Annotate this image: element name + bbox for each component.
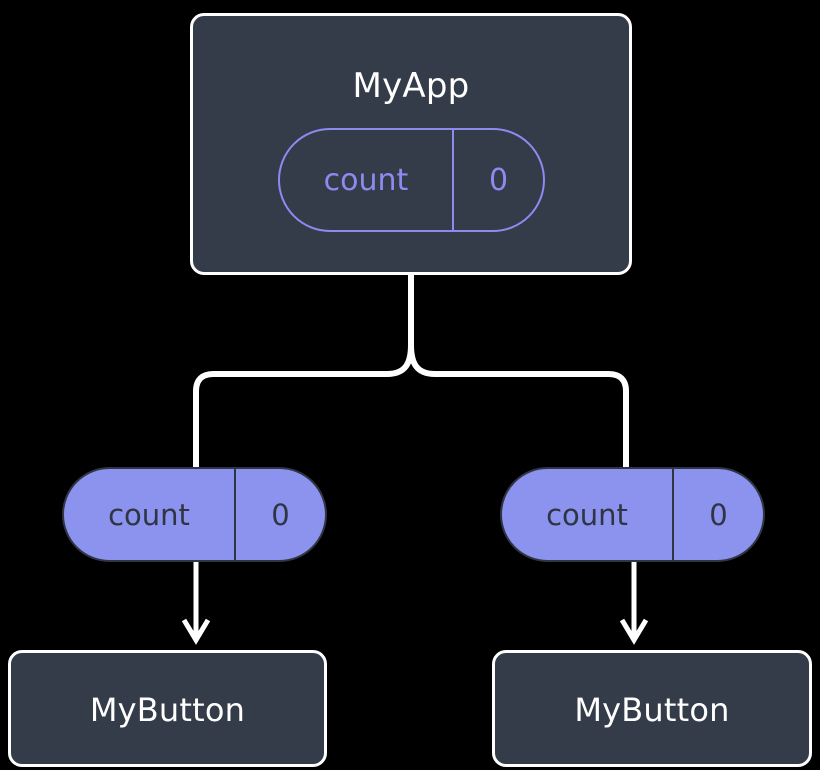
edge-left-pill-to-button-arrowhead (181, 618, 211, 645)
node-mybutton-right[interactable]: MyButton (492, 650, 812, 767)
prop-pill-count-right[interactable]: count 0 (500, 467, 765, 562)
edge-root-to-children (193, 272, 629, 472)
prop-pill-key: count (64, 469, 236, 560)
prop-pill-value: 0 (271, 497, 290, 532)
state-pill-value: 0 (488, 162, 509, 198)
state-pill-count-root[interactable]: count 0 (278, 128, 545, 232)
prop-pill-value: 0 (709, 497, 728, 532)
state-pill-key: count (280, 130, 454, 230)
prop-pill-count-left[interactable]: count 0 (62, 467, 327, 562)
node-mybutton-left-label: MyButton (89, 691, 246, 729)
prop-pill-key: count (502, 469, 674, 560)
edge-right-pill-to-button-arrowhead (619, 618, 649, 645)
node-mybutton-right-label: MyButton (574, 691, 730, 729)
node-myapp-label: MyApp (352, 66, 470, 106)
node-mybutton-left[interactable]: MyButton (8, 650, 327, 767)
